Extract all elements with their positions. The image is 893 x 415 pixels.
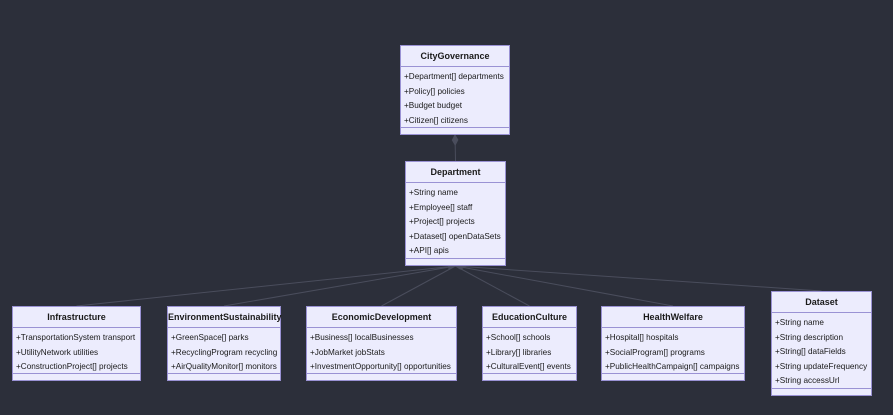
relation-edge-department-infra [76,265,456,307]
class-title: Dataset [772,292,871,313]
class-methods-compartment [307,373,456,374]
class-title: EconomicDevelopment [307,307,456,328]
class-methods-compartment [483,373,576,374]
class-attribute: +TransportationSystem transport [16,333,136,342]
class-attribute: +String name [409,188,458,197]
composition-diamond-marker [451,133,459,147]
class-attribute: +GreenSpace[] parks [171,333,249,342]
class-title: EnvironmentSustainability [168,307,282,328]
class-attributes: +Department[] departments +Policy[] poli… [401,67,509,128]
class-attribute: +InvestmentOpportunity[] opportunities [310,362,451,372]
class-department[interactable]: Department +String name +Employee[] staf… [405,161,506,266]
class-attributes: +String name +String description +String… [772,313,871,389]
class-economic-development[interactable]: EconomicDevelopment +Business[] localBus… [306,306,457,381]
class-attribute: +Dataset[] openDataSets [409,231,501,241]
class-dataset[interactable]: Dataset +String name +String description… [771,291,872,396]
class-methods-compartment [772,388,871,389]
class-attribute: +Policy[] policies [404,86,465,96]
relation-edge-department-dataset [455,265,822,292]
class-attribute: +AirQualityMonitor[] monitors [171,362,277,372]
class-city-governance[interactable]: CityGovernance +Department[] departments… [400,45,510,135]
relation-edge-department-edu [455,265,530,307]
relation-edge-city-department [454,134,456,162]
class-methods-compartment [406,258,505,259]
class-methods-compartment [168,373,280,374]
relation-edge-department-econ [381,265,456,307]
relation-edge-department-env [223,265,456,307]
class-attribute: +School[] schools [486,333,551,342]
class-attribute: +UtilityNetwork utilities [16,347,99,357]
class-attributes: +String name +Employee[] staff +Project[… [406,183,505,259]
class-attribute: +Citizen[] citizens [404,115,468,125]
class-attributes: +Hospital[] hospitals +SocialProgram[] p… [602,328,744,375]
class-education-culture[interactable]: EducationCulture +School[] schools +Libr… [482,306,577,381]
class-methods-compartment [401,127,509,128]
class-attribute: +Hospital[] hospitals [605,333,679,342]
class-title: CityGovernance [401,46,509,67]
class-attribute: +String name [775,318,824,327]
class-methods-compartment [602,373,744,374]
relation-edge-department-health [455,265,674,307]
class-health-welfare[interactable]: HealthWelfare +Hospital[] hospitals +Soc… [601,306,745,381]
class-attribute: +String accessUrl [775,376,840,386]
class-attribute: +String description [775,332,844,342]
class-attributes: +TransportationSystem transport +Utility… [13,328,140,375]
class-attributes: +GreenSpace[] parks +RecyclingProgram re… [168,328,280,375]
class-attribute: +ConstructionProject[] projects [16,362,128,372]
class-title: EducationCulture [483,307,576,328]
class-attributes: +Business[] localBusinesses +JobMarket j… [307,328,456,375]
class-attribute: +Budget budget [404,101,463,111]
class-attribute: +RecyclingProgram recycling [171,347,278,357]
class-attribute: +JobMarket jobStats [310,347,385,357]
class-infrastructure[interactable]: Infrastructure +TransportationSystem tra… [12,306,141,381]
class-attribute: +CulturalEvent[] events [486,362,571,372]
class-title: HealthWelfare [602,307,744,328]
class-attribute: +String[] dataFields [775,347,846,357]
class-title: Infrastructure [13,307,140,328]
class-attribute: +Employee[] staff [409,202,473,212]
class-attribute: +Library[] libraries [486,347,552,357]
class-attribute: +String updateFrequency [775,361,868,371]
class-attribute: +PublicHealthCampaign[] campaigns [605,362,740,372]
class-attribute: +Business[] localBusinesses [310,333,414,342]
class-attribute: +Project[] projects [409,217,475,227]
class-attributes: +School[] schools +Library[] libraries +… [483,328,576,375]
class-attribute: +API[] apis [409,246,449,256]
class-title: Department [406,162,505,183]
class-environment-sustainability[interactable]: EnvironmentSustainability +GreenSpace[] … [167,306,282,381]
class-attribute: +SocialProgram[] programs [605,347,705,357]
class-methods-compartment [13,373,140,374]
class-attribute: +Department[] departments [404,72,504,81]
